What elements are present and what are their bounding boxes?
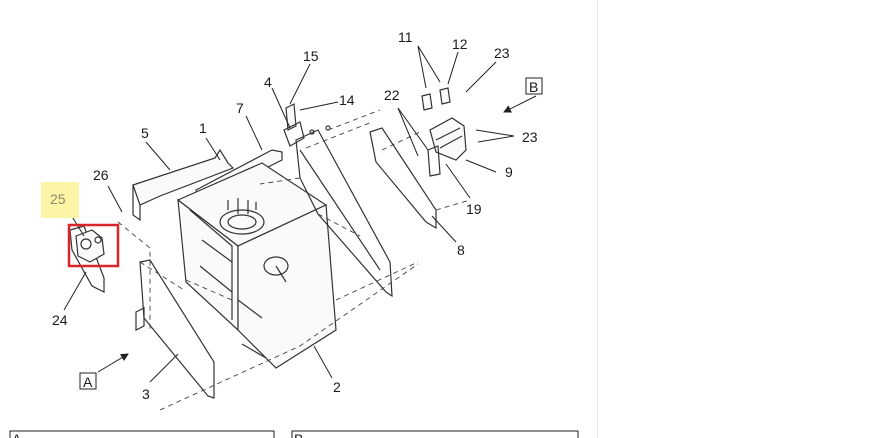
part-25-component [75,229,105,263]
callout-23-right: 23 [522,129,538,145]
callout-1: 1 [199,120,207,136]
callout-11: 11 [398,29,413,45]
detail-panel-b: B [291,430,579,438]
pane-divider [597,0,598,438]
part-5-bracket [132,148,235,222]
callout-25: 25 [50,191,66,207]
part-3-panel [135,259,215,399]
callout-26: 26 [93,167,109,183]
part-22-panel [369,127,437,230]
blank-side-pane [598,0,884,438]
leader-lines [63,45,537,383]
part-8-panel [295,129,393,298]
callout-8: 8 [457,242,465,258]
callout-12: 12 [452,36,468,52]
part-9-component [421,87,467,177]
view-label-b-text: B [529,79,538,95]
part-1-tank [176,162,337,369]
callout-9: 9 [505,164,513,180]
callout-5: 5 [141,125,149,141]
callout-19: 19 [466,201,482,217]
callout-7: 7 [236,100,244,116]
part-25-selection-box [67,223,120,268]
assembly-lines [117,109,471,411]
detail-panel-a: A [9,430,275,438]
callout-15: 15 [303,48,319,64]
callouts: 5 1 7 4 15 14 11 12 23 22 23 9 19 8 26 2… [50,29,538,402]
callout-24: 24 [52,312,68,328]
view-label-a-text: A [83,374,93,390]
detail-panel-b-label: B [294,431,303,438]
part-14-15-hardware [283,103,331,147]
callout-3: 3 [142,386,150,402]
callout-22: 22 [384,87,400,103]
callout-14: 14 [339,92,355,108]
view-label-b: B [525,77,543,95]
detail-panel-a-label: A [12,431,22,438]
callout-23-top: 23 [494,45,510,61]
callout-25-highlight [41,182,79,218]
view-label-a: A [79,372,97,390]
callout-2: 2 [333,379,341,395]
callout-4: 4 [264,74,272,90]
